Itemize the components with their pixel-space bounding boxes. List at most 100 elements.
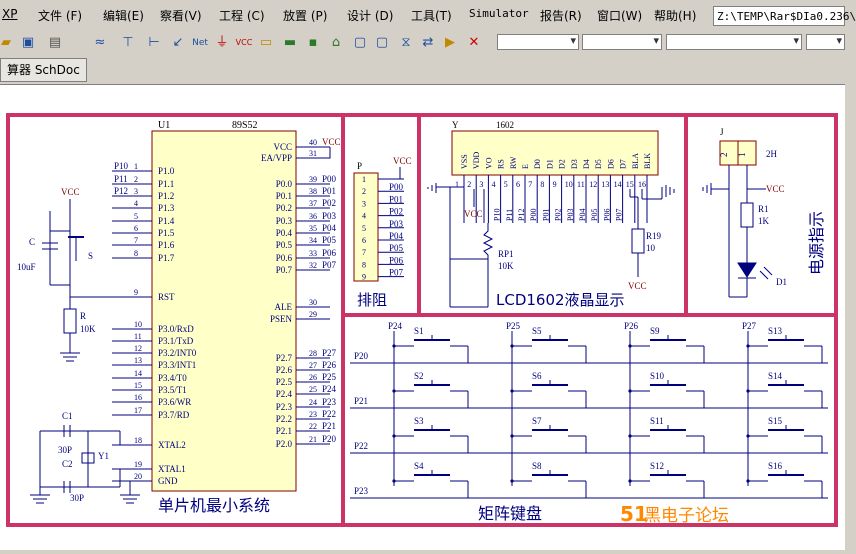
power-section: J 2 1 2H VCC R1 1K D1 电源指示 [702,127,826,298]
u1-pin-number: 37 [309,199,317,208]
u1-pin-number: 19 [134,460,142,469]
u1-pin-name: P3.7/RD [158,410,190,420]
u1-chip-body[interactable] [151,130,297,492]
highlight-icon[interactable]: ▶ [445,35,455,50]
toolbar: ▰ ▣ ▤ ≈ ⊤ ⊢ ↙ Net ⏚ VCC ▭ ▬ ▪ ⌂ ▢ ▢ ⧖ ⇄ … [0,30,845,57]
u1-net-label: P05 [322,235,337,245]
lcd-pin-name: D7 [619,159,628,169]
u1-pin-name: P2.2 [276,414,292,424]
u1-pin-name: P3.0/RxD [158,324,194,334]
key-switch[interactable]: S11 [628,416,705,453]
key-switch[interactable]: S7 [510,416,587,453]
clear-icon[interactable]: ✕ [468,35,480,50]
open-icon[interactable]: ▰ [1,35,11,50]
u1-pin-number: 40 [309,138,317,147]
menu-item-tools[interactable]: 工具(T) [411,9,452,23]
lcd-pin-name: RW [509,156,518,169]
header-p-pin-number: 7 [362,248,366,257]
key-switch[interactable]: S15 [746,416,823,453]
key-switch[interactable]: S2 [392,371,469,408]
key-switch[interactable]: S12 [628,461,705,498]
ground-icon[interactable]: ⏚ [215,35,229,50]
u1-pin-number: 38 [309,187,317,196]
menu-bar: XP 文件 (F) 编辑(E) 察看(V) 工程 (C) 放置 (P) 设计 (… [0,0,856,31]
header-p-net-label: P06 [389,255,404,265]
directive-icon[interactable]: ▢ [375,35,389,50]
header-p-body[interactable] [353,172,379,282]
u1-pin-number: 26 [309,373,317,382]
net-label-icon[interactable]: Net [192,38,208,48]
header-p-net-label: P07 [389,268,404,278]
key-switch[interactable]: S14 [746,371,823,408]
key-switch[interactable]: S9 [628,326,705,363]
header-p-ref: P [357,161,362,171]
compile-icon[interactable]: ⧖ [401,35,411,50]
menu-item-reports[interactable]: 报告(R) [540,9,582,23]
menu-item-window[interactable]: 窗口(W) [597,9,643,23]
y1-ref: Y1 [98,451,109,461]
key-switch[interactable]: S8 [510,461,587,498]
lcd-body[interactable] [451,130,659,176]
toolbar-combo-3[interactable] [666,34,802,50]
u1-pin-number: 16 [134,393,142,402]
menu-item-view[interactable]: 察看(V) [160,9,202,23]
menu-item-edit[interactable]: 编辑(E) [103,9,144,23]
key-switch[interactable]: S13 [746,326,823,363]
key-switch[interactable]: S4 [392,461,469,498]
lcd-vcc-label: VCC [464,209,483,219]
menu-item-simulator[interactable]: Simulator [469,7,529,20]
lcd-pin-number: 14 [614,180,622,189]
menu-item-file[interactable]: 文件 (F) [38,9,83,23]
menu-item-xp[interactable]: XP [2,7,18,21]
frame-icon[interactable]: ▢ [353,35,367,50]
u1-net-label: P12 [114,186,128,196]
save-icon[interactable]: ▣ [21,35,35,50]
key-switch[interactable]: S3 [392,416,469,453]
part-icon[interactable]: ▭ [259,35,273,50]
menu-item-project[interactable]: 工程 (C) [219,9,265,23]
power-jack-ref: J [720,127,724,137]
key-switch-label: S15 [768,416,783,426]
key-switch[interactable]: S1 [392,326,469,363]
wire-icon[interactable]: ≈ [94,35,106,50]
key-switch[interactable]: S6 [510,371,587,408]
vcc-port-icon[interactable]: VCC [235,38,253,47]
u1-pin-number: 18 [134,436,142,445]
u1-pin-number: 25 [309,385,317,394]
u1-pin-number: 1 [134,162,138,171]
port-icon[interactable]: ⌂ [331,35,341,50]
sheet-symbol-icon[interactable]: ▬ [283,35,297,50]
navigate-icon[interactable]: ⇄ [422,35,434,50]
sheet-entry-icon[interactable]: ▪ [308,35,318,50]
u1-pin-name: P0.4 [276,228,293,238]
bus-icon[interactable]: ⊤ [122,35,134,50]
menu-item-place[interactable]: 放置 (P) [283,9,328,23]
header-p-net-label: P05 [389,243,404,253]
lcd-net-label: P03 [566,209,575,221]
reset-labels: VCC C 10uF S R 10K [17,187,96,334]
toolbar-combo-1[interactable] [497,34,579,50]
menu-item-help[interactable]: 帮助(H) [654,9,697,23]
key-switch[interactable]: S5 [510,326,587,363]
document-path-field[interactable]: Z:\TEMP\Rar$DIa0.236\ [713,6,856,26]
menu-item-design[interactable]: 设计 (D) [347,9,394,23]
lcd-net-label: P01 [541,209,550,221]
lcd-pin-number: 8 [540,180,544,189]
key-switch[interactable]: S16 [746,461,823,498]
lcd-pin-number: 2 [467,180,471,189]
u1-pin-number: 15 [134,381,142,390]
toolbar-combo-2[interactable] [582,34,662,50]
lcd-net-label: P00 [529,209,538,221]
toolbar-combo-4[interactable] [806,34,845,50]
key-switch[interactable]: S10 [628,371,705,408]
tab-schdoc[interactable]: 算器 SchDoc [0,58,87,82]
print-icon[interactable]: ▤ [48,35,62,50]
u1-pin-number: 2 [134,175,138,184]
bus-entry-icon[interactable]: ⊢ [148,35,160,50]
net-icon[interactable]: ↙ [172,35,184,50]
resistor-r-ref: R [80,311,86,321]
u1-pin-name: VCC [273,142,292,152]
